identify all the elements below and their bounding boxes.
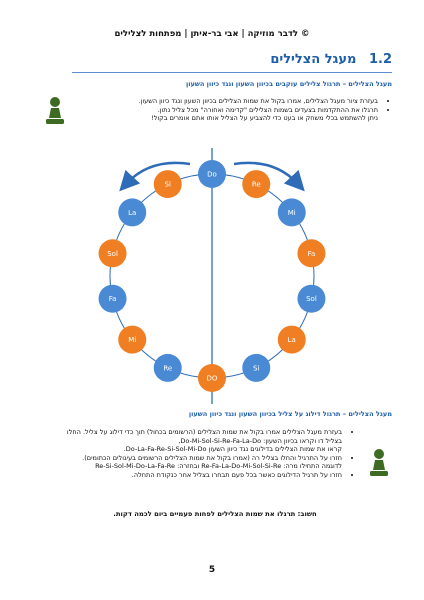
note-node-la [118,198,147,227]
note-label: Si [253,364,259,372]
page-number: 5 [208,565,216,575]
note-label: DO [207,375,218,383]
note-label: Sol [107,250,118,258]
note-node-re [242,170,271,199]
note-node-fa [98,284,127,313]
note-node-mi [277,198,306,227]
note-label: Si [165,181,171,189]
important-note: חשוב: תרגלו את שמות הצלילים לפחות פעמיים… [113,510,317,518]
list-item: תרגלו את ההתקדמות בצעדים בשמות הצלילים "… [88,106,378,115]
note-node-sol [98,239,127,268]
note-label: Mi [128,336,136,344]
section-number: 1.2 [368,52,392,67]
section-title: 1.2 מעגל הצלילים [270,52,392,67]
note-label: La [128,209,136,217]
note-label: Sol [306,295,317,303]
part2-subtitle: מעגל הצלילים – תרגול דילוג על צליל בכיוו… [188,410,392,418]
note-node-re [153,353,182,382]
list-item: קראו את שמות הצלילים בדילוגים נגד כיוון … [123,445,342,453]
counterclockwise-arrow [119,161,191,192]
list-item: בעזרת מעגל הצלילים אמרו בקול את שמות הצל… [52,428,342,445]
note-node-sol [297,284,326,313]
note-node-fa [297,239,326,268]
note-label: La [288,336,296,344]
list-item: בעזרת ציור מעגל הצלילים, אמרו בקול את שמ… [88,97,378,106]
section-title-text: מעגל הצלילים [270,52,357,67]
note-label: Re [252,181,261,189]
note-label: Do [207,171,217,179]
part1-bullets: בעזרת ציור מעגל הצלילים, אמרו בקול את שמ… [88,97,388,123]
note-label: Mi [288,209,296,217]
note-node-do [198,364,226,392]
note-node-do [198,160,226,188]
page-header: © לדבר מוזיקה | אבי בר-איתן | מפתחות לצל… [114,29,310,39]
note-label: Fa [308,250,316,258]
part2-bullets: בעזרת מעגל הצלילים אמרו בקול את שמות הצל… [52,428,352,479]
note-label: Fa [109,295,117,303]
chess-pawn-icon [46,97,64,124]
list-item: חזרו על תרגיל הדילוגים כאשר בכל פעם תבחר… [52,471,342,480]
note-node-la [277,325,306,354]
note-node-si [153,170,182,199]
note-node-mi [118,325,147,354]
list-item: חזרו על התרגיל והחלו בצליל רה (אמרו בקול… [52,454,342,463]
note-label: Re [163,364,172,372]
chess-pawn-icon [370,449,388,476]
list-item: לדוגמה התחילו מרה: Re-Fa-La-Do-Mi-Sol-Si… [95,462,342,470]
part1-subtitle: מעגל הצלילים – תרגול צלילים עוקבים בכיוו… [185,80,392,88]
clockwise-arrow [233,161,305,192]
note-node-si [242,353,271,382]
title-underline [72,72,392,73]
part1-extra: ניתן להשתמש בכלי משחק או בעט כדי להצביע … [151,114,378,122]
